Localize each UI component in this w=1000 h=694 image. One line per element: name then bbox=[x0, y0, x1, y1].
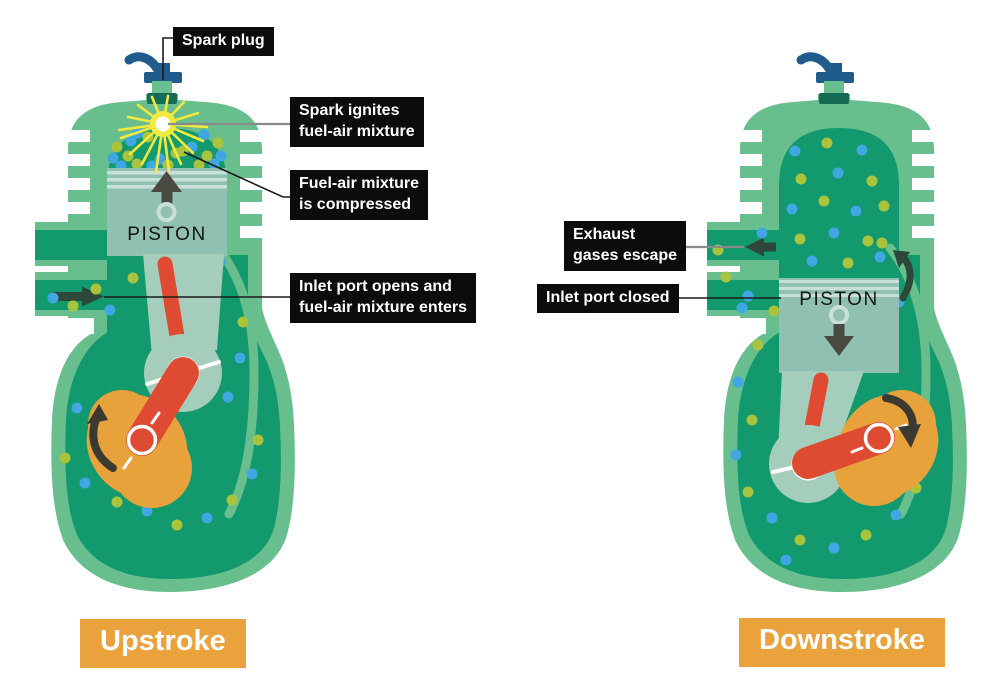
spark-burst bbox=[117, 94, 209, 174]
spark-plug-icon bbox=[796, 52, 854, 104]
label-line: Inlet port opens and bbox=[299, 278, 452, 295]
upstroke-stage-label: Upstroke bbox=[80, 619, 246, 668]
transfer-passage-wall bbox=[213, 243, 259, 519]
spark-plug-label: Spark plug bbox=[173, 27, 274, 57]
downstroke-stage-label: Downstroke bbox=[739, 618, 945, 667]
upstroke-engine bbox=[28, 52, 295, 592]
label-line: Spark ignites bbox=[299, 102, 400, 119]
inlet-open-label: Inlet port opens and fuel-air mixture en… bbox=[290, 273, 477, 324]
spark-ignites-label: Spark ignites fuel-air mixture bbox=[290, 97, 424, 148]
inlet-closed-label: Inlet port closed bbox=[537, 284, 679, 314]
label-line: Fuel-air mixture bbox=[299, 175, 420, 192]
piston-down-arrow bbox=[824, 336, 854, 356]
compressed-label: Fuel-air mixture is compressed bbox=[290, 170, 429, 221]
cooling-fins bbox=[726, 130, 948, 238]
exhaust-label: Exhaust gases escape bbox=[564, 221, 687, 272]
crank-pin bbox=[126, 424, 158, 456]
label-line: fuel-air mixture bbox=[299, 123, 415, 141]
callout-lines bbox=[104, 37, 781, 299]
crankshaft bbox=[792, 390, 939, 506]
piston-label-right: PISTON bbox=[799, 289, 879, 310]
transfer-flow-arrow bbox=[893, 250, 914, 302]
label-line: fuel-air mixture enters bbox=[299, 299, 468, 317]
piston-up-arrow bbox=[151, 171, 182, 192]
piston-assembly bbox=[107, 168, 227, 256]
crankshaft bbox=[86, 357, 199, 508]
label-line: Exhaust bbox=[573, 226, 636, 243]
piston-label-left: PISTON bbox=[127, 224, 207, 245]
inlet-flow-arrow bbox=[52, 286, 104, 307]
piston-assembly bbox=[779, 278, 899, 373]
rotation-arrow-ccw bbox=[87, 404, 117, 472]
label-line: is compressed bbox=[299, 196, 412, 214]
compressed-line bbox=[183, 151, 293, 198]
rotation-arrow-cw bbox=[882, 394, 921, 448]
downstroke-engine bbox=[700, 52, 967, 592]
label-line: gases escape bbox=[573, 247, 678, 265]
spark-plug-line bbox=[162, 37, 175, 80]
exhaust-flow-arrow bbox=[745, 237, 776, 257]
crank-pin bbox=[863, 422, 895, 454]
spark-plug-icon bbox=[124, 52, 182, 104]
